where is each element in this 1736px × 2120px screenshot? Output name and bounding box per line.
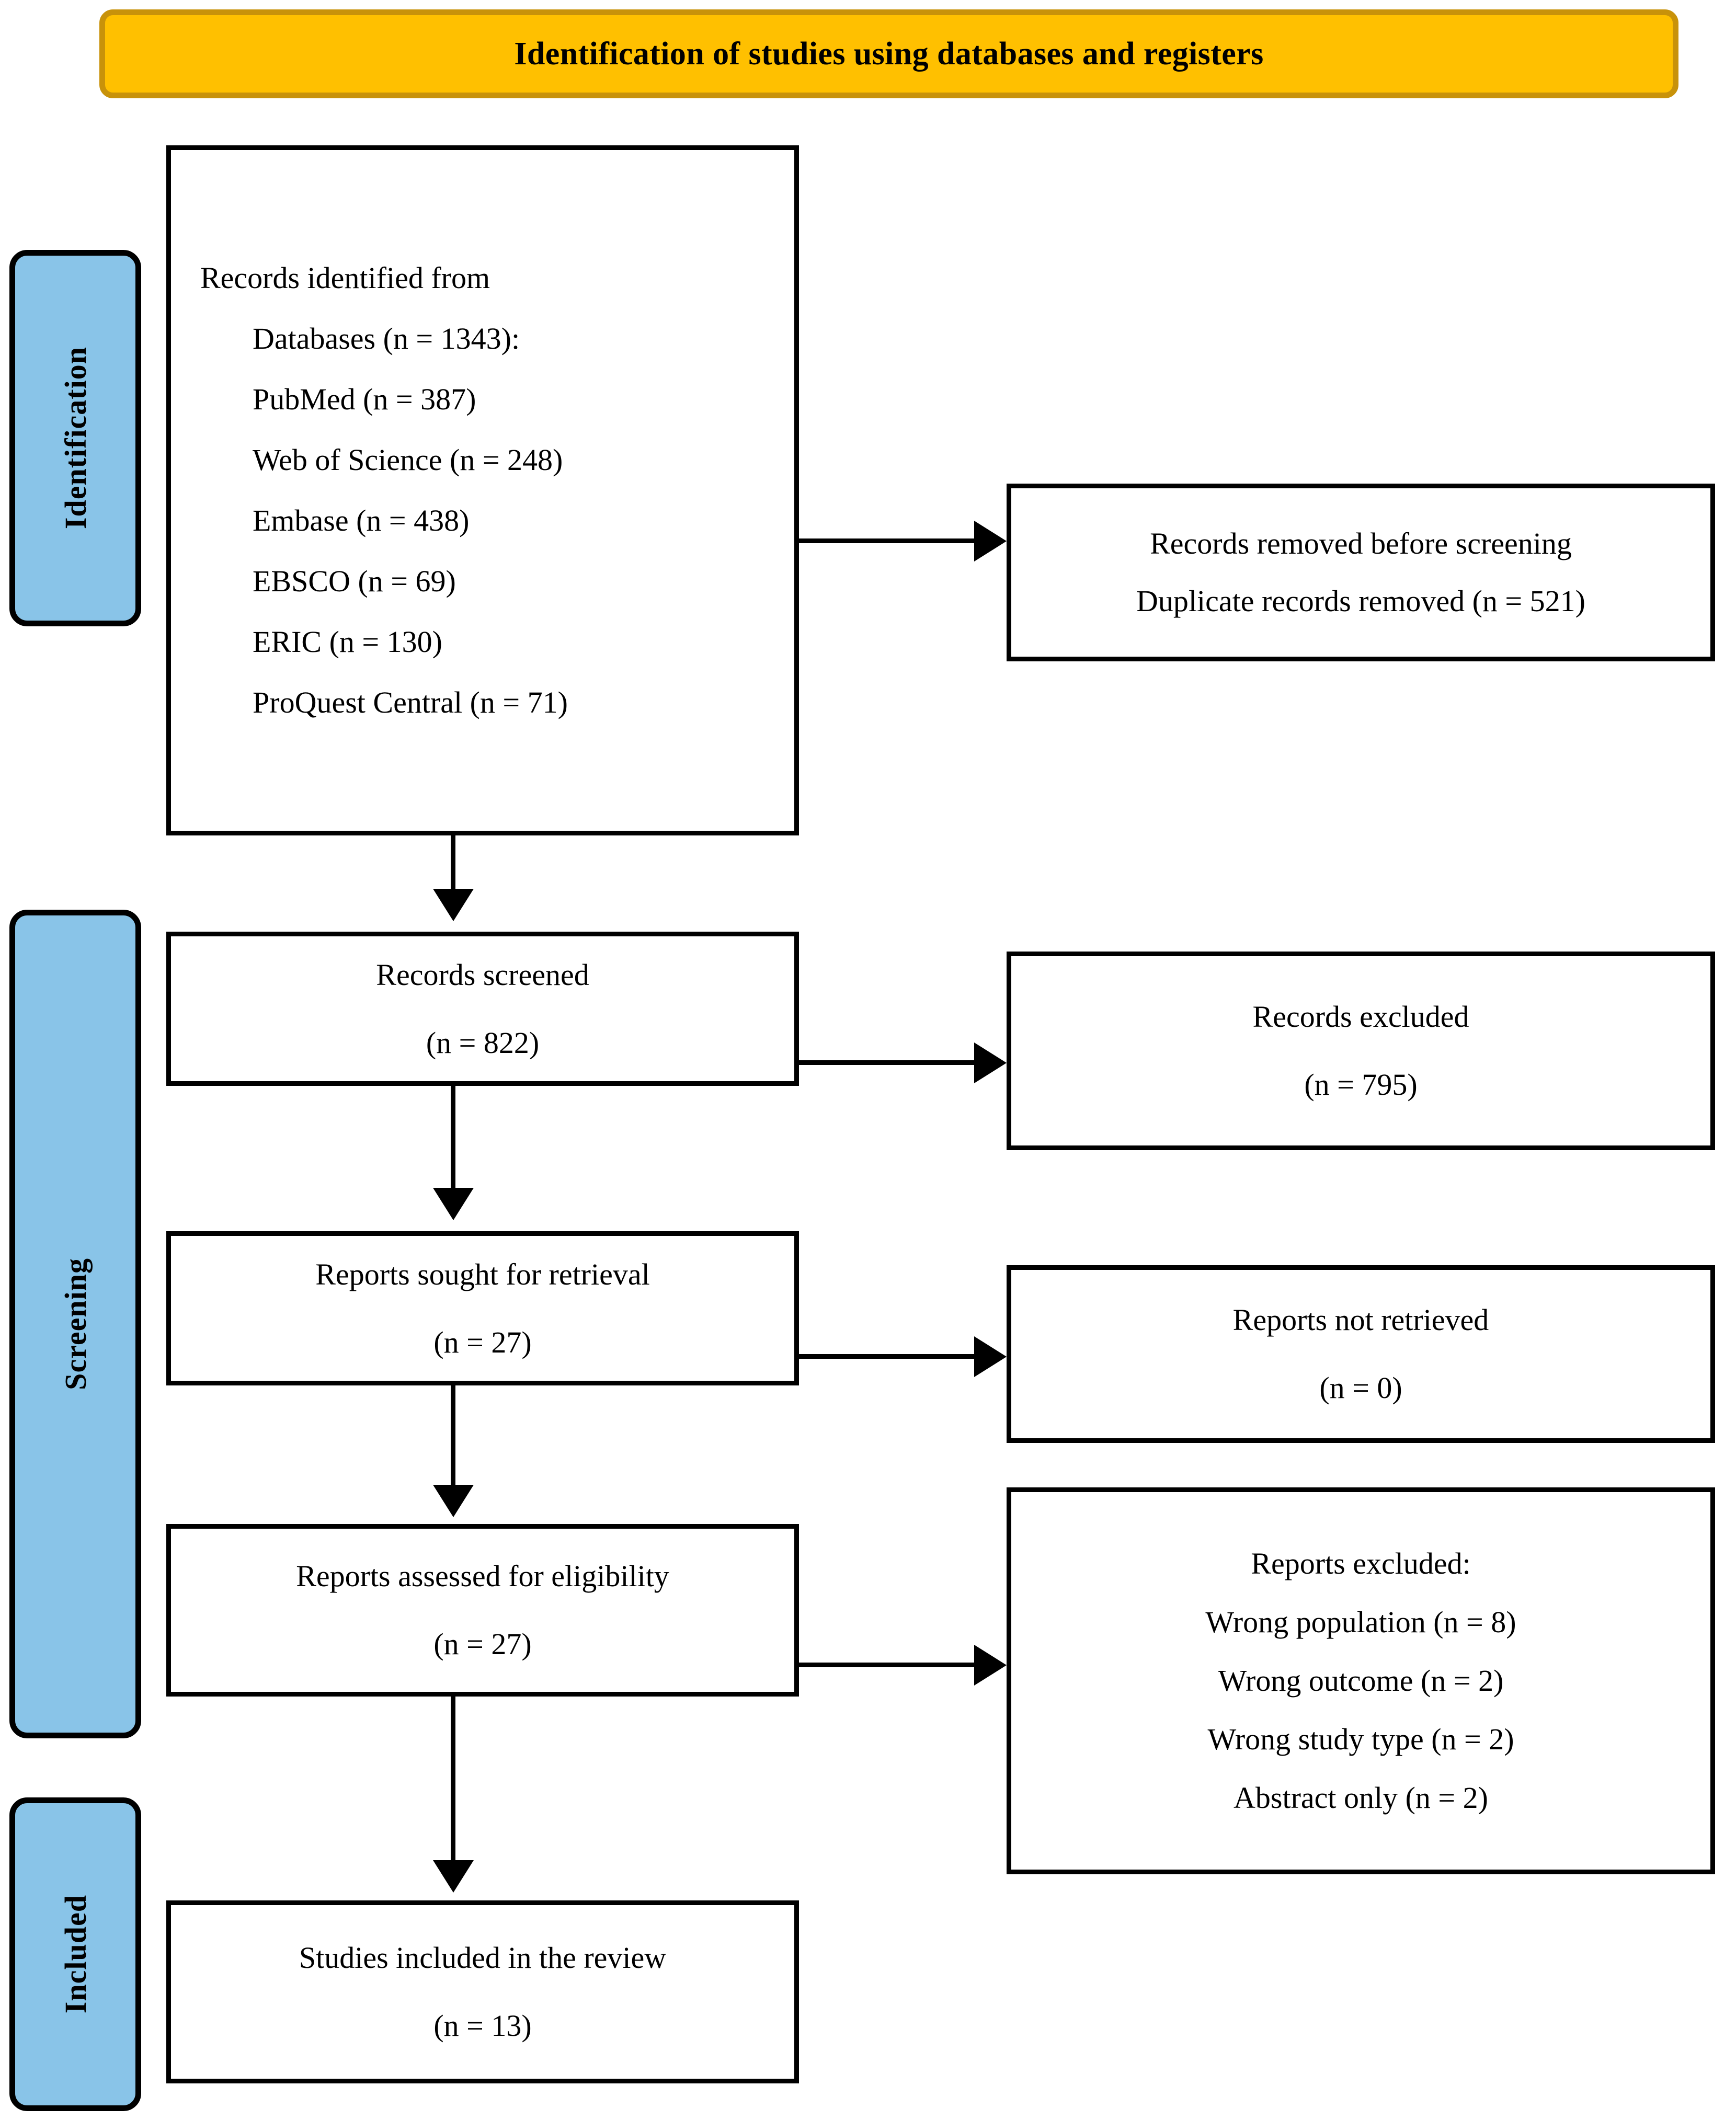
studies-included-count: (n = 13) — [433, 2009, 532, 2043]
reports-not-retrieved-count: (n = 0) — [1319, 1371, 1402, 1405]
arrowhead-sought-assessed — [433, 1485, 474, 1517]
records-identified-item-embase: Embase (n = 438) — [253, 503, 470, 537]
records-identified-item-pubmed: PubMed (n = 387) — [253, 382, 476, 416]
box-records-screened: Records screened (n = 822) — [166, 932, 799, 1086]
reports-excluded-item-wrong-study-type: Wrong study type (n = 2) — [1207, 1722, 1514, 1756]
reports-excluded-heading: Reports excluded: — [1251, 1546, 1471, 1580]
connector-line-assessed-included — [451, 1697, 455, 1869]
box-reports-assessed: Reports assessed for eligibility (n = 27… — [166, 1524, 799, 1697]
connector-line-screened-sought — [451, 1086, 455, 1196]
box-records-removed: Records removed before screening Duplica… — [1007, 484, 1715, 661]
records-removed-line1: Records removed before screening — [1150, 529, 1572, 559]
records-identified-item-web-of-science: Web of Science (n = 248) — [253, 443, 563, 477]
records-identified-heading: Records identified from — [200, 261, 490, 295]
box-records-identified: Records identified from Databases (n = 1… — [166, 145, 799, 835]
arrowhead-assessed-excluded — [974, 1645, 1007, 1686]
records-removed-italic: before screening — [1370, 526, 1572, 560]
reports-sought-label: Reports sought for retrieval — [315, 1257, 650, 1291]
banner-title: Identification of studies using database… — [514, 36, 1264, 72]
records-identified-item-proquest: ProQuest Central (n = 71) — [253, 685, 568, 719]
records-excluded-label: Records excluded — [1252, 1000, 1469, 1034]
records-identified-item-eric: ERIC (n = 130) — [253, 625, 442, 659]
records-identified-item-databases: Databases (n = 1343): — [253, 322, 520, 356]
arrowhead-screened-excluded — [974, 1042, 1007, 1083]
records-excluded-count: (n = 795) — [1304, 1068, 1418, 1102]
box-records-excluded: Records excluded (n = 795) — [1007, 952, 1715, 1150]
stage-label-included-text: Included — [58, 1895, 93, 2014]
connector-stub-screened-excluded — [796, 1060, 801, 1064]
reports-excluded-item-wrong-outcome: Wrong outcome (n = 2) — [1218, 1664, 1504, 1698]
records-removed-line2: Duplicate records removed (n = 521) — [1136, 584, 1585, 618]
reports-sought-count: (n = 27) — [433, 1325, 532, 1359]
stage-label-screening: Screening — [9, 910, 141, 1738]
reports-assessed-label: Reports assessed for eligibility — [296, 1559, 669, 1593]
reports-assessed-count: (n = 27) — [433, 1627, 532, 1661]
connector-stub-sought-notretrieved — [796, 1354, 801, 1358]
connector-line-assessed-excluded — [799, 1663, 974, 1667]
records-screened-label: Records screened — [376, 957, 589, 992]
records-removed-prefix: Records removed — [1150, 526, 1371, 560]
arrowhead-assessed-included — [433, 1860, 474, 1893]
records-screened-count: (n = 822) — [426, 1025, 540, 1060]
reports-not-retrieved-label: Reports not retrieved — [1232, 1303, 1489, 1337]
connector-line-identified-removed — [799, 538, 974, 543]
reports-excluded-item-wrong-population: Wrong population (n = 8) — [1205, 1605, 1516, 1639]
stage-label-identification-text: Identification — [58, 347, 93, 530]
connector-line-identified-screened — [451, 835, 455, 896]
box-reports-not-retrieved: Reports not retrieved (n = 0) — [1007, 1265, 1715, 1443]
records-identified-item-ebsco: EBSCO (n = 69) — [253, 564, 456, 598]
stage-label-screening-text: Screening — [58, 1258, 93, 1390]
diagram-header-banner: Identification of studies using database… — [99, 9, 1678, 98]
box-studies-included: Studies included in the review (n = 13) — [166, 1900, 799, 2083]
stage-label-included: Included — [9, 1797, 141, 2111]
connector-line-screened-excluded — [799, 1060, 974, 1065]
reports-excluded-item-abstract-only: Abstract only (n = 2) — [1234, 1781, 1488, 1815]
studies-included-label: Studies included in the review — [299, 1941, 667, 1975]
stage-label-identification: Identification — [9, 250, 141, 626]
box-reports-sought: Reports sought for retrieval (n = 27) — [166, 1231, 799, 1385]
connector-line-sought-notretrieved — [799, 1354, 974, 1359]
connector-line-sought-assessed — [451, 1385, 455, 1493]
box-reports-excluded: Reports excluded: Wrong population (n = … — [1007, 1487, 1715, 1874]
arrowhead-screened-sought — [433, 1188, 474, 1220]
connector-stub-identified-removed — [796, 538, 801, 543]
connector-stub-assessed-excluded — [796, 1663, 801, 1667]
arrowhead-sought-notretrieved — [974, 1336, 1007, 1377]
arrowhead-identified-removed — [974, 521, 1007, 561]
arrowhead-identified-screened — [433, 889, 474, 921]
